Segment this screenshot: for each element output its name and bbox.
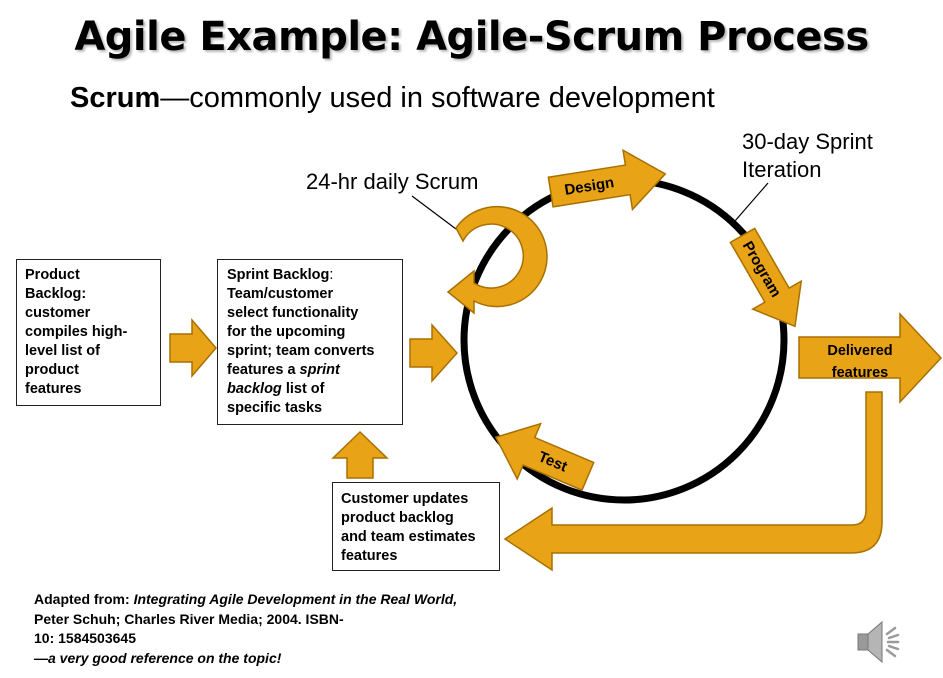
product-backlog-line: Product (25, 267, 80, 283)
citation-footer: Adapted from: Integrating Agile Developm… (34, 590, 484, 668)
slide-title: Agile Example: Agile-Scrum Process (74, 14, 869, 60)
sprint-iteration-label: 30-day Sprint Iteration (742, 128, 873, 184)
test-arrow (494, 422, 595, 492)
sprint-backlog-heading: Sprint Backlog (227, 267, 330, 283)
citation-note: —a very good reference on the topic! (34, 649, 484, 669)
daily-scrum-label: 24-hr daily Scrum (306, 169, 479, 194)
daily-scrum-leader (411, 195, 461, 233)
citation-line: Adapted from: Integrating Agile Developm… (34, 590, 484, 629)
feedback-return-arrow (503, 391, 883, 572)
product-backlog-line: customer (25, 305, 91, 321)
delivered-label-line2: features (832, 365, 888, 381)
citation-prefix: Adapted from: (34, 591, 134, 607)
design-arrow (547, 148, 667, 212)
daily-scrum-arrow (446, 205, 548, 315)
subtitle-rest: —commonly used in software development (160, 82, 715, 114)
sprint-backlog-line: features a sprint (227, 361, 393, 380)
sprint-backlog-box: Sprint Backlog: Team/customer select fun… (217, 259, 403, 425)
sprint-iteration-leader (734, 182, 769, 222)
product-backlog-box: Product Backlog: customer compiles high-… (16, 259, 161, 406)
delivered-features-arrow (798, 312, 943, 404)
sprint-iteration-line1: 30-day Sprint (742, 129, 873, 154)
product-to-sprint-arrow (169, 317, 217, 379)
sprint-to-cycle-arrow (409, 323, 459, 383)
sprint-backlog-colon: : (329, 267, 334, 283)
sprint-backlog-line: sprint; team converts (227, 343, 375, 359)
sprint-backlog-line: specific tasks (227, 400, 323, 416)
speaker-icon[interactable] (857, 620, 900, 664)
program-arrow (729, 227, 803, 328)
customer-updates-line: features (341, 548, 398, 564)
sprint-backlog-text: features a (227, 362, 300, 378)
sprint-backlog-line: Team/customer (227, 286, 334, 302)
product-backlog-line: product (25, 362, 79, 378)
sprint-backlog-title: Sprint Backlog: (227, 266, 393, 285)
citation-book-title: Integrating Agile Development in the Rea… (133, 591, 458, 607)
sprint-backlog-line: for the upcoming (227, 324, 346, 340)
sprint-backlog-italic: backlog (227, 381, 282, 397)
product-backlog-line: level list of (25, 343, 100, 359)
sprint-backlog-italic: sprint (299, 362, 340, 378)
sprint-backlog-line: backlog list of (227, 380, 393, 399)
citation-details: Peter Schuh; Charles River Media; 2004. … (34, 610, 344, 627)
sprint-iteration-line2: Iteration (742, 157, 822, 182)
sprint-backlog-text: list of (281, 381, 325, 397)
sprint-backlog-line: select functionality (227, 305, 359, 321)
subtitle-bold: Scrum (70, 82, 161, 114)
slide-subtitle: Scrum—commonly used in software developm… (70, 82, 715, 115)
customer-updates-line: Customer updates (341, 491, 469, 507)
updates-to-sprint-arrow (331, 430, 389, 479)
customer-updates-line: and team estimates (341, 529, 476, 545)
product-backlog-line: compiles high- (25, 324, 128, 340)
delivered-label-line1: Delivered (827, 343, 892, 359)
citation-isbn: 10: 1584503645 (34, 630, 136, 646)
customer-updates-line: product backlog (341, 510, 454, 526)
product-backlog-line: Backlog: (25, 286, 87, 302)
citation-note-text: —a very good reference on the topic! (34, 649, 282, 666)
product-backlog-line: features (25, 381, 82, 397)
customer-updates-box: Customer updates product backlog and tea… (332, 482, 500, 571)
